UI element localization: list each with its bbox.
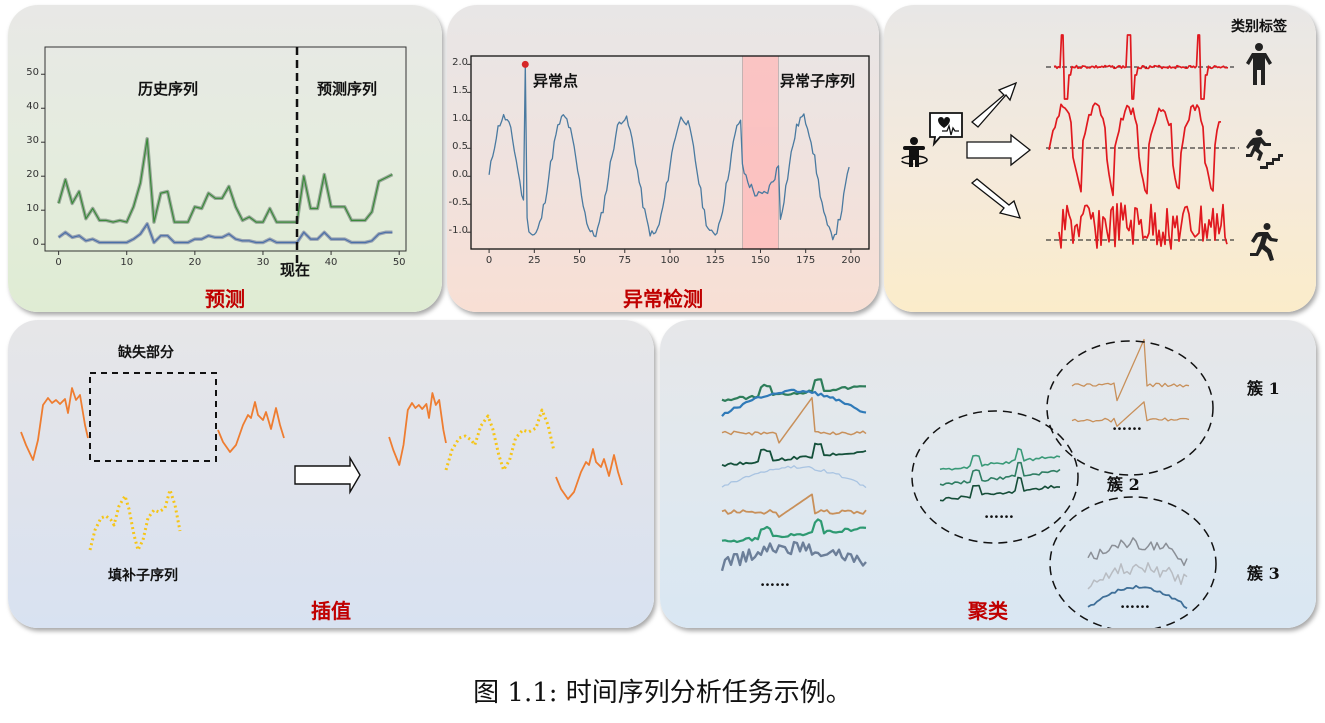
cluster-1-ellipse <box>1046 340 1214 476</box>
axis-tick-label: 50 <box>26 67 39 79</box>
axis-tick-label: 0.5 <box>452 141 468 153</box>
axis-tick-label: 10 <box>26 203 39 215</box>
classification-diagram <box>900 34 1283 261</box>
forecast-chart <box>41 46 407 267</box>
axis-tick-label: 150 <box>750 255 770 266</box>
anomaly-subseq-label: 异常子序列 <box>780 72 856 90</box>
axis-tick-label: 100 <box>660 255 680 266</box>
anomaly-point-marker <box>521 60 529 68</box>
cluster-3-ellipsis: …… <box>1120 594 1150 612</box>
cluster-3-label: 簇 3 <box>1247 564 1280 583</box>
axis-tick-label: 20 <box>26 169 39 181</box>
anomaly-span <box>742 55 779 250</box>
anomaly-chart <box>467 55 870 253</box>
axis-tick-label: 40 <box>26 101 39 113</box>
cluster-2-ellipsis: …… <box>984 504 1014 522</box>
imputation-title: 插值 <box>311 599 351 623</box>
now-label: 现在 <box>280 261 311 279</box>
fill-label: 填补子序列 <box>108 568 178 584</box>
arrow-icons <box>966 81 1032 219</box>
axis-tick-label: 125 <box>705 255 725 266</box>
axis-tick-label: 1.0 <box>452 113 468 125</box>
standing-person-icon <box>1246 43 1272 85</box>
axis-tick-label: 0 <box>485 255 493 266</box>
wearable-sensor-icon <box>900 137 928 167</box>
arrow-icon <box>294 455 361 495</box>
cluster-3-ellipse <box>1049 496 1217 628</box>
axis-tick-label: 50 <box>392 257 406 268</box>
cluster-2-ellipse <box>911 410 1079 544</box>
axis-tick-label: 50 <box>573 255 586 266</box>
observed-left-segment <box>20 387 89 461</box>
running-person-icon <box>1250 223 1278 261</box>
axis-tick-label: 75 <box>618 255 632 266</box>
forecast-panel: 0 10 20 30 40 50 0 10 20 30 40 50 历史序列 预测序列 现在 预测 <box>8 5 442 312</box>
axis-tick-label: 2.0 <box>452 57 468 69</box>
anomaly-point-label: 异常点 <box>533 72 579 90</box>
axis-tick-label: -0.5 <box>448 197 468 209</box>
axis-tick-label: 20 <box>188 257 202 268</box>
imputation-diagram <box>20 372 623 552</box>
climbing-stairs-icon <box>1246 129 1283 169</box>
heart-monitor-icon <box>929 112 963 147</box>
clustering-panel: …… …… …… …… 簇 1 簇 2 簇 3 聚类 <box>660 320 1316 628</box>
clustering-diagram <box>720 338 1217 628</box>
walking-signal <box>1053 34 1229 100</box>
axis-tick-label: 10 <box>120 257 134 268</box>
axis-tick-label: 175 <box>796 255 816 266</box>
clustering-title: 聚类 <box>968 599 1008 623</box>
cluster-2-label: 簇 2 <box>1107 475 1140 494</box>
cluster-1-label: 簇 1 <box>1247 379 1280 398</box>
figure-caption: 图 1.1: 时间序列分析任务示例。 <box>473 678 852 708</box>
list-ellipsis: …… <box>760 572 790 590</box>
class-label-title: 类别标签 <box>1231 19 1287 35</box>
axis-tick-label: 25 <box>527 255 541 266</box>
imputation-panel: 缺失部分 填补子序列 插值 <box>8 320 654 628</box>
axis-tick-label: 30 <box>256 257 270 268</box>
anomaly-panel: -1.0 -0.5 0.0 0.5 1.0 1.5 2.0 0 25 50 75 100 125 150… <box>447 5 879 312</box>
observed-right-segment <box>217 401 285 453</box>
axis-tick-label: 1.5 <box>452 85 468 97</box>
missing-label: 缺失部分 <box>118 345 174 361</box>
forecast-title: 预测 <box>205 287 245 311</box>
anomaly-title: 异常检测 <box>623 287 703 311</box>
axis-tick-label: 0 <box>55 257 62 268</box>
classification-panel: 类别标签 <box>884 5 1316 312</box>
history-label: 历史序列 <box>138 80 199 98</box>
stairs-signal <box>1048 102 1222 197</box>
axis-tick-label: 0.0 <box>452 169 468 181</box>
axis-tick-label: 30 <box>26 135 39 147</box>
cluster-1-ellipsis: …… <box>1112 416 1142 434</box>
missing-box <box>89 372 217 462</box>
forecast-label: 预测序列 <box>317 80 378 98</box>
axis-tick-label: 0 <box>32 237 39 249</box>
axis-tick-label: -1.0 <box>448 225 468 237</box>
axis-tick-label: 200 <box>841 255 861 266</box>
fill-subsequence <box>88 488 182 552</box>
running-signal <box>1058 202 1228 250</box>
axis-tick-label: 40 <box>324 257 338 268</box>
